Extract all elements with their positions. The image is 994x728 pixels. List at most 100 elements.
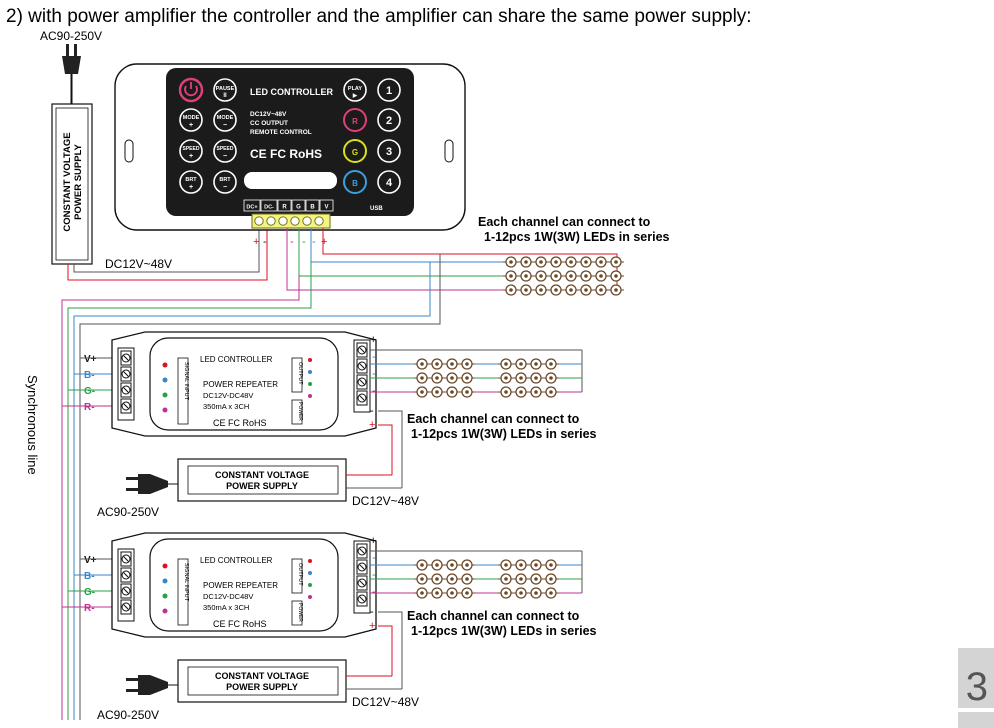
top-channel-note-line1: Each channel can connect to (478, 215, 651, 229)
mode-plus-button[interactable] (179, 108, 203, 132)
svg-text:OUTPUT: OUTPUT (297, 563, 303, 586)
repeater-1-cert: CE FC RoHS (213, 418, 267, 428)
svg-text:SPEED: SPEED (217, 146, 234, 152)
repeater-1-line2: DC12V-DC48V (203, 391, 253, 400)
svg-text:G-: G- (84, 587, 95, 598)
svg-text:-: - (372, 552, 376, 564)
top-power-supply: AC90-250V CONSTANT VOLTAGE POWER SUPPLY (40, 29, 102, 265)
controller-spec-output: CC OUTPUT (250, 120, 288, 127)
power-button[interactable] (178, 77, 204, 103)
blue-channel-button[interactable] (343, 170, 367, 194)
svg-text:1: 1 (386, 85, 392, 97)
svg-text:-: - (372, 569, 376, 581)
scene-4-button[interactable] (377, 170, 401, 194)
channel-note-2-line2: 1-12pcs 1W(3W) LEDs in series (411, 624, 597, 638)
svg-text:DC-: DC- (264, 205, 274, 211)
svg-text:-: - (370, 606, 374, 618)
top-ac-label: AC90-250V (40, 29, 102, 43)
svg-text:+: + (321, 236, 327, 248)
pause-icon: II (223, 93, 227, 99)
svg-text:G: G (296, 205, 301, 211)
page-number: 3 (966, 665, 988, 709)
power-icon (184, 85, 198, 97)
mode-minus-button[interactable] (213, 108, 237, 132)
repeater-2-power-supply: CONSTANT VOLTAGE POWER SUPPLY AC90-250V … (97, 659, 419, 722)
brightness-plus-button[interactable] (179, 170, 203, 194)
svg-text:R-: R- (84, 402, 95, 413)
svg-text:+: + (369, 620, 375, 632)
diagram-heading: 2) with power amplifier the controller a… (6, 6, 752, 27)
repeater-2-line1: POWER REPEATER (203, 581, 278, 590)
svg-text:+: + (189, 153, 193, 160)
speed-plus-button[interactable] (179, 139, 203, 163)
led-controller: PAUSE II LED CONTROLLER PLAY ▶ 1 MODE + … (114, 63, 466, 231)
svg-text:+: + (370, 334, 376, 346)
repeater-1-power-supply: CONSTANT VOLTAGE POWER SUPPLY AC90-250V … (97, 458, 419, 519)
synchronous-line-bus (61, 254, 441, 720)
svg-text:G: G (352, 148, 358, 157)
svg-text:-: - (263, 236, 267, 248)
svg-text:−: − (223, 122, 227, 129)
controller-spec-remote: REMOTE CONTROL (250, 129, 312, 136)
svg-text:V+: V+ (84, 555, 97, 566)
svg-text:-: - (372, 368, 376, 380)
ir-receiver-window (244, 172, 337, 189)
svg-text:R: R (352, 117, 358, 126)
top-psu-line1: CONSTANT VOLTAGE (62, 132, 73, 231)
svg-text:OUTPUT: OUTPUT (297, 362, 303, 385)
svg-text:SIGNAL INPUT: SIGNAL INPUT (183, 362, 189, 401)
svg-text:B: B (310, 205, 315, 211)
svg-text:-: - (372, 385, 376, 397)
svg-text:POWER: POWER (297, 402, 303, 421)
svg-text:MODE: MODE (183, 115, 200, 121)
svg-text:POWER: POWER (297, 603, 303, 622)
scene-3-button[interactable] (377, 139, 401, 163)
svg-text:B-: B- (84, 571, 95, 582)
channel-note-2-line1: Each channel can connect to (407, 609, 580, 623)
repeater-1-title: LED CONTROLLER (200, 355, 273, 364)
svg-text:-: - (302, 236, 306, 248)
svg-text:DC12V~48V: DC12V~48V (352, 494, 419, 508)
svg-text:V: V (324, 205, 328, 211)
svg-text:-: - (370, 405, 374, 417)
play-icon: ▶ (352, 92, 358, 99)
svg-text:V+: V+ (84, 354, 97, 365)
svg-text:+: + (253, 236, 259, 248)
svg-text:BRT: BRT (185, 177, 197, 183)
svg-text:+: + (189, 184, 193, 191)
pause-button[interactable] (213, 78, 237, 102)
svg-text:B-: B- (84, 370, 95, 381)
svg-text:MODE: MODE (217, 115, 234, 121)
repeater-2-cert: CE FC RoHS (213, 619, 267, 629)
top-psu-line2: POWER SUPPLY (73, 144, 84, 220)
svg-text:SIGNAL INPUT: SIGNAL INPUT (183, 563, 189, 602)
page-number-tab: 3 (958, 648, 994, 728)
svg-text:+: + (369, 419, 375, 431)
top-dc-label: DC12V~48V (105, 257, 172, 271)
svg-text:R: R (282, 205, 287, 211)
power-repeater-1: V+ B- G- R- SIGNAL INPUT LED CONTROLLER … (62, 331, 377, 437)
svg-text:BRT: BRT (219, 177, 231, 183)
play-button[interactable] (343, 78, 367, 102)
synchronous-line-label: Synchronous line (25, 375, 40, 475)
green-channel-button[interactable] (343, 139, 367, 163)
top-channel-note-line2: 1-12pcs 1W(3W) LEDs in series (484, 230, 670, 244)
svg-text:2: 2 (386, 115, 392, 127)
svg-text:PAUSE: PAUSE (216, 86, 235, 92)
svg-text:CONSTANT VOLTAGE: CONSTANT VOLTAGE (215, 671, 309, 681)
scene-1-button[interactable] (377, 78, 401, 102)
top-led-strings (500, 257, 624, 295)
brightness-minus-button[interactable] (213, 170, 237, 194)
svg-text:PLAY: PLAY (348, 86, 362, 92)
svg-text:POWER SUPPLY: POWER SUPPLY (226, 682, 298, 692)
svg-text:-: - (312, 236, 316, 248)
svg-text:G-: G- (84, 386, 95, 397)
red-channel-button[interactable] (343, 108, 367, 132)
scene-2-button[interactable] (377, 108, 401, 132)
controller-spec-voltage: DC12V~48V (250, 111, 287, 118)
svg-text:−: − (223, 153, 227, 160)
speed-minus-button[interactable] (213, 139, 237, 163)
channel-note-1-line2: 1-12pcs 1W(3W) LEDs in series (411, 427, 597, 441)
svg-text:−: − (223, 184, 227, 191)
